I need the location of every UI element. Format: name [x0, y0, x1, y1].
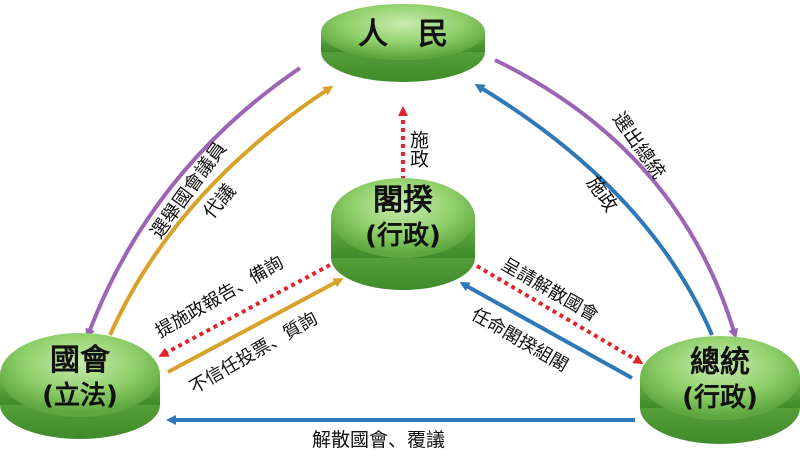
node-legislature-title: 國會 [50, 343, 111, 378]
node-cabinet-sub: (行政) [365, 220, 441, 251]
label-governance-president: 施政 [582, 172, 622, 216]
node-people: 人 民 [321, 4, 485, 82]
label-elect-president: 選出總統 [608, 108, 670, 183]
arrow-elect-legislators [85, 66, 302, 339]
label-dissolve: 解散國會、覆議 [312, 429, 445, 451]
node-cabinet: 閣揆 (行政) [331, 178, 475, 290]
label-report: 提施政報告、備詢 [152, 252, 287, 342]
node-cabinet-title: 閣揆 [373, 183, 434, 218]
arrow-elect-president [494, 58, 739, 339]
node-legislature: 國會 (立法) [0, 333, 160, 439]
label-governance-cabinet-1: 施政 [407, 130, 429, 168]
node-people-title: 人 民 [358, 17, 448, 52]
arrow-governance-president [474, 83, 714, 336]
arrow-request-dissolve [468, 260, 644, 365]
label-represent: 代議 [199, 180, 240, 223]
arrow-represent [108, 85, 334, 336]
label-request-dissolve: 呈請解散國會 [498, 254, 602, 326]
node-legislature-sub: (立法) [42, 380, 118, 411]
arrow-appoint-cabinet [459, 282, 633, 380]
node-president-title: 總統 [690, 345, 750, 380]
node-president-sub: (行政) [682, 382, 758, 413]
arrow-no-confidence [167, 278, 344, 374]
node-president: 總統 (行政) [640, 336, 800, 444]
